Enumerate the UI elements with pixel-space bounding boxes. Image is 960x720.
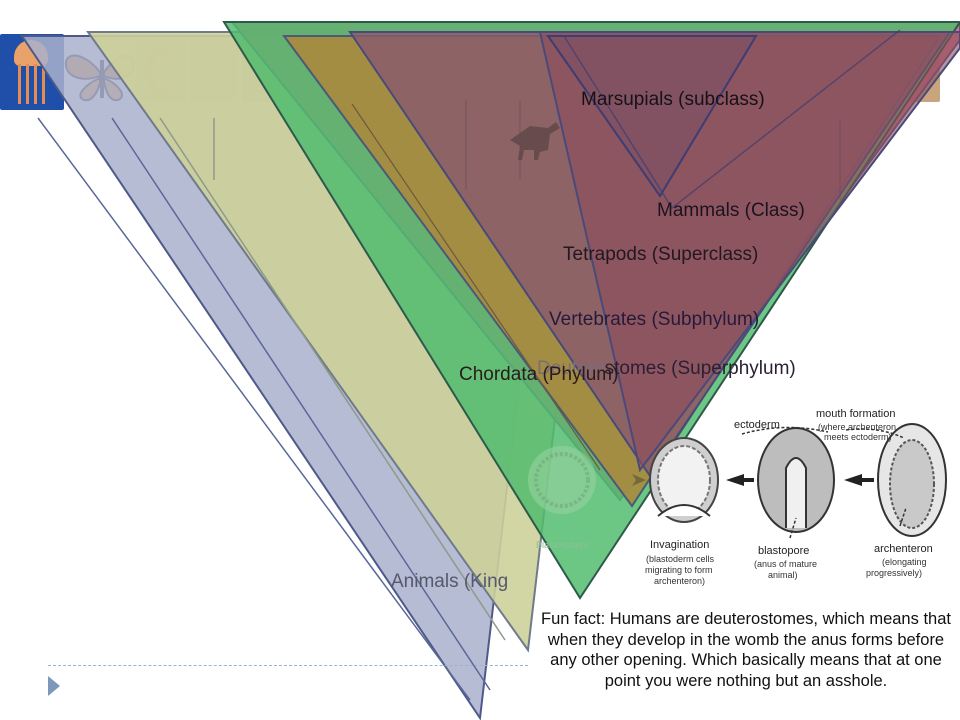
mouth-note-1: (where archenteron	[818, 422, 897, 432]
fun-fact-line-4: point you were nothing but an asshole.	[604, 671, 888, 690]
blastopore-label: blastopore	[758, 545, 810, 557]
blastopore-note-1: (anus of mature	[754, 559, 818, 569]
label-marsupials: Marsupials (subclass)	[581, 89, 765, 110]
slide-bullet-icon	[48, 676, 60, 696]
label-animals: Animals (King	[391, 571, 509, 592]
label-chordata: Chordata (Phylum)	[459, 364, 619, 385]
ectoderm-label: ectoderm	[734, 419, 780, 431]
mouth-formation-label: mouth formation	[816, 408, 896, 420]
footer-divider	[48, 665, 528, 666]
blastopore-note-2: animal)	[768, 570, 798, 580]
label-tetrapods: Tetrapods (Superclass)	[563, 244, 759, 265]
embryo-diagram: Blastosphere Invagination (blastoderm ce…	[528, 408, 960, 598]
mouth-note-2: meets ectoderm)	[824, 432, 892, 442]
fun-fact-line-1: Fun fact: Humans are deuterostomes, whic…	[541, 610, 951, 628]
invagination-note-1: (blastoderm cells	[646, 554, 715, 564]
invagination-note-3: archenteron)	[654, 576, 706, 586]
archenteron-label: archenteron	[874, 543, 933, 555]
fun-fact-line-2: when they develop in the womb the anus f…	[547, 630, 945, 649]
clade-marsupials	[546, 35, 758, 198]
label-vertebrates: Vertebrates (Subphylum)	[549, 309, 760, 330]
invagination-title: Invagination	[650, 539, 710, 551]
embryo-drawings	[528, 423, 947, 539]
archenteron-note-1: (elongating	[882, 557, 927, 567]
label-mammals: Mammals (Class)	[657, 200, 805, 221]
archenteron-note-2: progressively)	[866, 568, 923, 578]
label-deuterostomes: Deuterostomes (Superphylum)	[537, 358, 796, 379]
fun-fact-line-3: any other opening. Which basically means…	[550, 651, 942, 669]
fun-fact-text: Fun fact: Humans are deuterostomes, whic…	[536, 609, 956, 691]
invagination-note-2: migrating to form	[645, 565, 713, 575]
dinosaur-silhouette	[510, 122, 560, 160]
blastosphere-label: Blastosphere	[536, 540, 589, 550]
